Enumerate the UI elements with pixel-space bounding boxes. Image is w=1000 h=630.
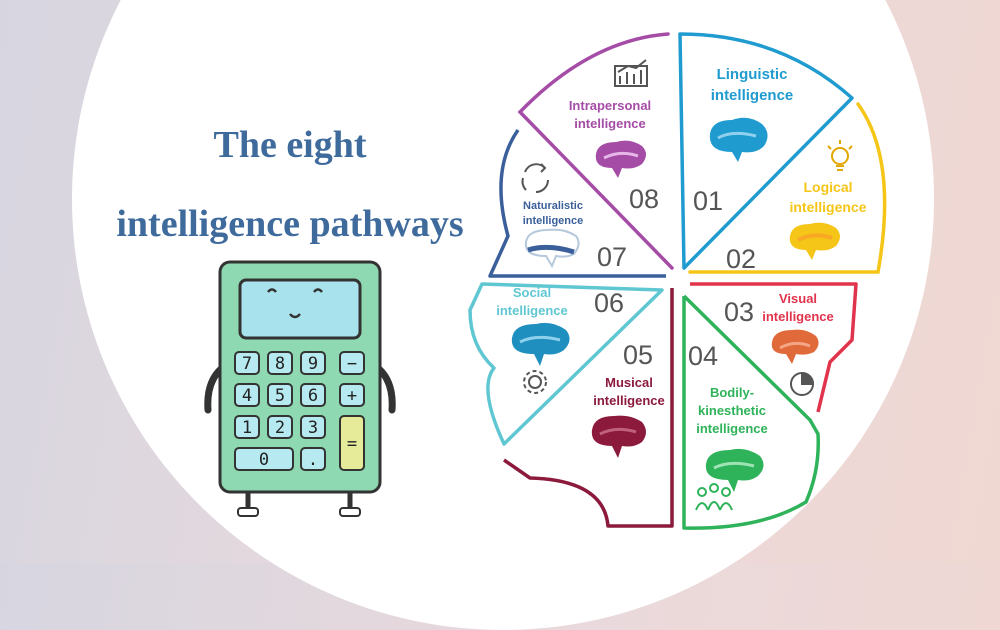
label-musical-line2: intelligence [593,393,665,408]
calculator-keypad: 7 8 9 − 4 5 6 +1 2 3 0. = [234,351,365,471]
brain-icon [524,228,580,269]
label-bodily: Bodily- kinesthetic intelligence [696,385,768,436]
brain-icon [709,117,768,162]
number-02: 02 [726,244,756,274]
label-visual-line2: intelligence [762,309,834,324]
segment-outline-visual [690,282,858,413]
label-intrapersonal-line1: Intrapersonal [569,98,651,113]
segment-outline-intrapersonal [517,32,674,270]
label-social-line1: Social [513,285,551,300]
label-naturalistic-line2: intelligence [523,215,584,227]
calc-key-bg [234,383,260,407]
calc-key-bg [339,351,365,375]
label-naturalistic-line1: Naturalistic [523,200,583,212]
calc-key-label: 3 [308,418,318,438]
bar-chart-icon [614,59,648,87]
label-linguistic-line1: Linguistic [717,66,788,83]
label-intrapersonal-line2: intelligence [574,116,646,131]
segment-outline-social [468,282,664,446]
label-visual-line1: Visual [779,291,817,306]
label-bodily-line2: kinesthetic [698,403,766,418]
calc-key-bg [339,415,365,471]
calc-key-label: 2 [275,418,285,438]
number-01: 01 [693,186,723,216]
cycle-icon [521,163,549,193]
title-line-1: The eight [213,124,367,166]
calc-key-bg [234,415,260,439]
brain-icon [789,222,840,260]
calc-key-label: 0 [259,450,269,470]
calculator-illustration: 7 8 9 − 4 5 6 +1 2 3 0. = [204,260,396,517]
calc-key-label: 5 [275,386,285,406]
label-naturalistic: Naturalistic intelligence [523,200,584,227]
label-linguistic-line2: intelligence [711,87,794,104]
segment-outline-linguistic [678,32,854,270]
label-musical: Musical intelligence [593,375,665,408]
calc-key-label: = [347,434,357,454]
label-logical-line2: intelligence [789,199,866,215]
calc-key-bg [234,447,294,471]
number-06: 06 [594,288,624,318]
label-linguistic: Linguistic intelligence [711,66,794,104]
calc-key-label: 6 [308,386,318,406]
title-line-2: intelligence pathways [116,203,464,245]
number-04: 04 [688,341,718,371]
segment-outline-bodily [682,294,820,530]
brain-icon [591,415,646,458]
calc-key-label: − [347,354,357,374]
calc-key-bg [300,447,326,471]
gear-icon [523,370,547,394]
people-icon [695,483,733,511]
calc-key-label: 1 [242,418,252,438]
label-social: Social intelligence [496,285,568,318]
label-intrapersonal: Intrapersonal intelligence [569,98,651,131]
label-logical: Logical intelligence [789,179,866,215]
calc-key-label: 9 [308,354,318,374]
brain-icon [595,140,646,178]
calc-key-bg [267,415,293,439]
brain-icon [705,448,764,492]
calc-key-bg [267,383,293,407]
segment-outline-naturalistic [488,128,666,278]
label-visual: Visual intelligence [762,291,834,324]
calc-key-label: + [347,386,357,406]
calc-key-bg [339,383,365,407]
segment-outline-musical [503,288,674,528]
label-logical-line1: Logical [803,179,852,195]
calc-key-bg [267,351,293,375]
number-03: 03 [724,297,754,327]
number-05: 05 [623,340,653,370]
label-bodily-line3: intelligence [696,421,768,436]
lightbulb-icon [827,140,853,171]
pie-chart-icon [790,371,815,396]
segment-outline-logical [688,102,887,274]
calc-key-label: . [308,450,318,470]
brain-icon [771,329,819,364]
calc-key-bg [300,415,326,439]
slide: The eight intelligence pathways 7 8 9 − 4 5 6 +… [116,32,887,530]
head-diagram: 01 02 03 04 05 06 07 08 Linguistic intel… [468,32,887,530]
label-musical-line1: Musical [605,375,653,390]
calc-key-label: 8 [275,354,285,374]
label-bodily-line1: Bodily- [710,385,754,400]
calc-key-bg [300,351,326,375]
number-07: 07 [597,242,627,272]
calc-key-label: 7 [242,354,252,374]
number-08: 08 [629,184,659,214]
brain-icon [511,322,570,366]
calc-key-bg [300,383,326,407]
label-social-line2: intelligence [496,303,568,318]
calc-key-bg [234,351,260,375]
calc-key-label: 4 [242,386,252,406]
